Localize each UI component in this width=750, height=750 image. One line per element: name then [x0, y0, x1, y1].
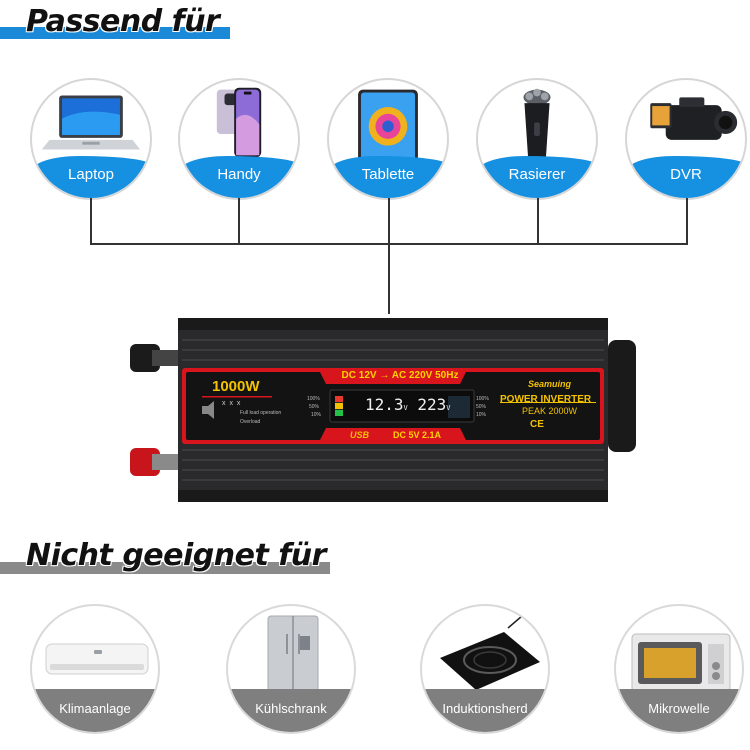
inverter-cert: CE: [530, 419, 544, 430]
pct-100-left: 100%: [307, 396, 320, 402]
device-air-conditioner: Klimaanlage: [30, 604, 160, 734]
overload-label: Overload: [240, 419, 261, 425]
refrigerator-icon: [267, 615, 319, 693]
pct-10-right: 10%: [476, 412, 487, 418]
device-label: Tablette: [329, 155, 447, 198]
device-label: Induktionsherd: [422, 689, 548, 732]
pct-50-right: 50%: [476, 404, 487, 410]
power-inverter: [130, 318, 636, 502]
shaver-icon: [523, 88, 551, 162]
device-label: Klimaanlage: [32, 689, 158, 732]
device-refrigerator: Kühlschrank: [226, 604, 356, 734]
display-readout: 12.3V 223V: [365, 395, 451, 414]
device-label: DVR: [627, 155, 745, 198]
device-induction-cooker: Induktionsherd: [420, 604, 550, 734]
induction-cooker-icon: [440, 615, 540, 690]
speaker-icon: [202, 401, 214, 419]
display-output-value: 223: [417, 395, 447, 414]
device-label: Mikrowelle: [616, 689, 742, 732]
camcorder-icon: [650, 97, 738, 140]
inverter-power: 1000W: [212, 378, 260, 395]
device-label: Kühlschrank: [228, 689, 354, 732]
device-microwave: Mikrowelle: [614, 604, 744, 734]
usb-spec: DC 5V 2.1A: [393, 430, 442, 440]
inverter-peak: PEAK 2000W: [522, 406, 578, 416]
display-input-value: 12.3: [365, 395, 404, 414]
connector-line: [90, 243, 688, 245]
display-output-unit: V: [446, 404, 451, 412]
pct-50-left: 50%: [309, 404, 320, 410]
positive-terminal: [130, 448, 178, 476]
device-laptop: Laptop: [30, 78, 152, 200]
inverter-brand: Seamuing: [528, 379, 572, 389]
not-suitable-header: Nicht geeignet für: [0, 532, 340, 580]
negative-terminal: [130, 344, 178, 372]
connector-line: [686, 198, 688, 244]
connector-line: [388, 198, 390, 314]
suitable-header: Passend für: [0, 0, 240, 48]
connector-line: [90, 198, 92, 244]
laptop-icon: [41, 95, 141, 150]
device-label: Handy: [180, 155, 298, 198]
device-tablet: Tablette: [327, 78, 449, 200]
device-dvr: DVR: [625, 78, 747, 200]
smartphone-icon: [216, 87, 262, 158]
inverter-io-spec: DC 12V → AC 220V 50Hz: [341, 370, 459, 381]
header-accent-bar: [0, 562, 330, 574]
microwave-icon: [631, 633, 731, 693]
device-shaver: Rasierer: [476, 78, 598, 200]
device-phone: Handy: [178, 78, 300, 200]
pct-100-right: 100%: [476, 396, 489, 402]
pct-10-left: 10%: [311, 412, 322, 418]
full-load-label: Full load operation: [240, 410, 282, 416]
not-suitable-title: Nicht geeignet für: [26, 538, 326, 573]
suitable-title: Passend für: [26, 4, 220, 39]
tablet-icon: [358, 89, 418, 164]
display-input-unit: V: [403, 404, 408, 412]
air-conditioner-icon: [45, 643, 149, 675]
ac-outlet: [608, 340, 636, 452]
device-label: Laptop: [32, 155, 150, 198]
indicator-x: x x x: [222, 400, 242, 407]
inverter-product: POWER INVERTER: [500, 394, 592, 405]
header-accent-bar: [0, 27, 230, 39]
usb-label: USB: [350, 430, 370, 440]
connector-line: [537, 198, 539, 244]
connector-line: [238, 198, 240, 244]
device-label: Rasierer: [478, 155, 596, 198]
